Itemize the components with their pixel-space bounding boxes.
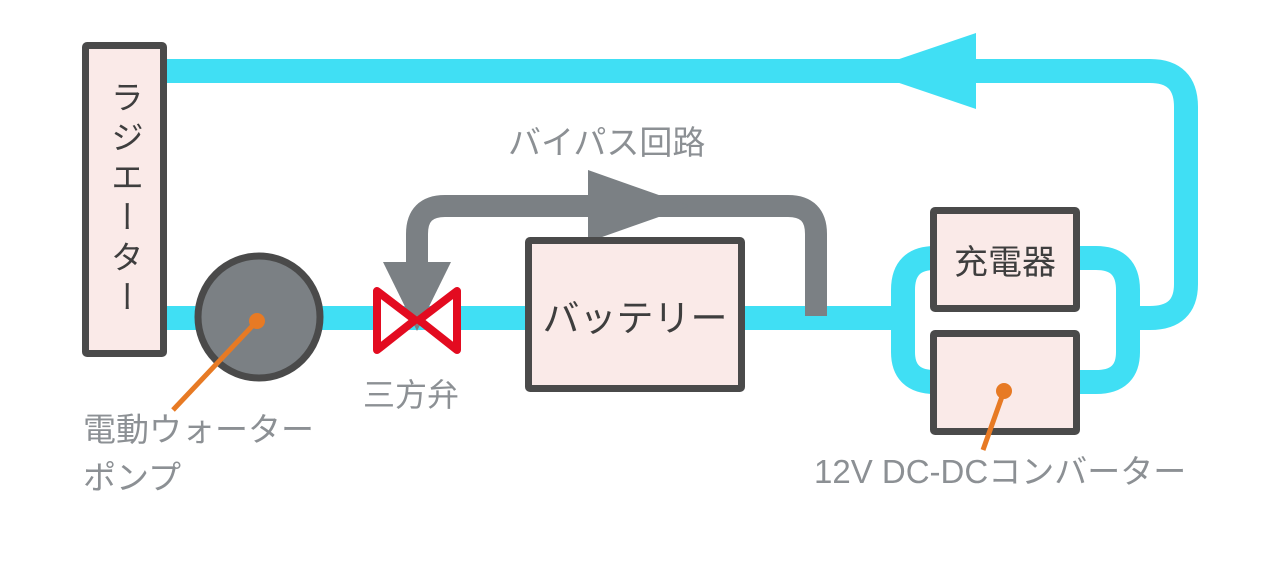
water-pump-label: 電動ウォーター ポンプ: [83, 411, 314, 496]
bypass-circuit-label: バイパス回路: [508, 124, 706, 161]
three-way-valve-icon-right: [415, 287, 461, 354]
bypass-flow-arrow-icon: [588, 170, 690, 242]
radiator-label: ラジエーター: [106, 79, 144, 320]
charger-label: 充電器: [954, 244, 1056, 282]
battery-label: バッテリー: [542, 297, 728, 339]
radiator-box: ラジエーター: [82, 42, 167, 357]
battery-box: バッテリー: [525, 237, 745, 392]
coolant-pipe-charger-loop: [891, 246, 1140, 394]
water-pump-icon: [194, 252, 324, 382]
coolant-pipe-top-return: [150, 59, 1198, 330]
three-way-valve-icon-left: [373, 287, 419, 354]
dcdc-converter-box: [930, 330, 1080, 435]
three-way-valve-label: 三方弁: [363, 377, 460, 413]
charger-box: 充電器: [930, 207, 1080, 312]
coolant-flow-arrow-icon: [864, 33, 976, 109]
valve-actuator-icon: [383, 262, 451, 331]
dcdc-converter-label: 12V DC-DCコンバーター: [814, 453, 1187, 490]
